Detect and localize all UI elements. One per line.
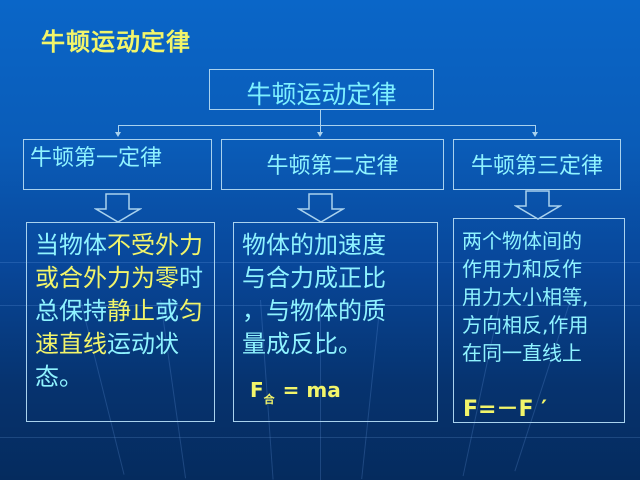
- formula-subscript: 合: [263, 393, 275, 406]
- text-segment: 时总保持: [35, 264, 203, 325]
- third-law-formula: F=－F ′: [463, 397, 547, 422]
- text-line: 用力大小相等,: [462, 285, 589, 309]
- branch-connector-3: [535, 125, 536, 133]
- third-law-node: 牛顿第三定律: [453, 139, 621, 190]
- root-node-label: 牛顿运动定律: [246, 80, 397, 109]
- arrow-tip-icon: [532, 132, 538, 137]
- formula-force: F: [250, 378, 264, 402]
- formula-rest: = ma: [282, 378, 341, 402]
- text-line: ，与物体的质: [242, 297, 386, 325]
- branch-connector: [118, 125, 535, 126]
- slide-title: 牛顿运动定律: [41, 28, 191, 56]
- root-node: 牛顿运动定律: [209, 69, 434, 110]
- text-line: 作用力和反作: [462, 257, 582, 281]
- first-law-description-text: 当物体不受外力或合外力为零时总保持静止或匀速直线运动状态。: [35, 229, 210, 394]
- branch-connector-2: [320, 125, 321, 133]
- down-arrow-icon: [94, 193, 142, 223]
- root-connector: [320, 110, 321, 125]
- text-segment: 当物体: [35, 231, 107, 259]
- first-law-node: 牛顿第一定律: [23, 139, 212, 190]
- text-segment: 运动: [107, 330, 155, 358]
- down-arrow-icon: [297, 193, 345, 223]
- second-law-node: 牛顿第二定律: [221, 139, 444, 190]
- text-segment: 状态。: [35, 330, 179, 391]
- background-line: [0, 262, 640, 263]
- branch-connector-1: [118, 125, 119, 133]
- highlight-segment: 匀速直线: [35, 297, 203, 358]
- third-law-label: 牛顿第三定律: [470, 154, 603, 179]
- background-streak: [320, 300, 321, 480]
- first-law-description: 当物体不受外力或合外力为零时总保持静止或匀速直线运动状态。: [26, 222, 215, 422]
- text-line: 方向相反,作用: [462, 313, 589, 337]
- third-law-description-text: 两个物体间的 作用力和反作 用力大小相等, 方向相反,作用 在同一直线上: [462, 227, 620, 367]
- arrow-tip-icon: [115, 132, 121, 137]
- text-line: 两个物体间的: [462, 229, 582, 253]
- background-line: [0, 437, 640, 438]
- second-law-formula: F合 = ma: [250, 378, 341, 406]
- text-segment: 或: [155, 297, 179, 325]
- text-line: 量成反比。: [242, 330, 362, 358]
- text-line: 在同一直线上: [462, 341, 582, 365]
- text-line: 物体的加速度: [242, 231, 386, 259]
- second-law-label: 牛顿第二定律: [266, 154, 399, 179]
- arrow-tip-icon: [317, 132, 323, 137]
- highlight-segment: 不受外力或合外力为零: [35, 231, 203, 292]
- background-line: [0, 305, 640, 306]
- second-law-description-text: 物体的加速度 与合力成正比 ，与物体的质 量成反比。: [242, 229, 433, 361]
- second-law-description: 物体的加速度 与合力成正比 ，与物体的质 量成反比。 F合 = ma: [233, 222, 438, 422]
- third-law-description: 两个物体间的 作用力和反作 用力大小相等, 方向相反,作用 在同一直线上 F=－…: [453, 218, 625, 423]
- first-law-label: 牛顿第一定律: [30, 146, 163, 171]
- down-arrow-icon: [514, 190, 562, 220]
- highlight-segment: 静止: [107, 297, 155, 325]
- text-line: 与合力成正比: [242, 264, 386, 292]
